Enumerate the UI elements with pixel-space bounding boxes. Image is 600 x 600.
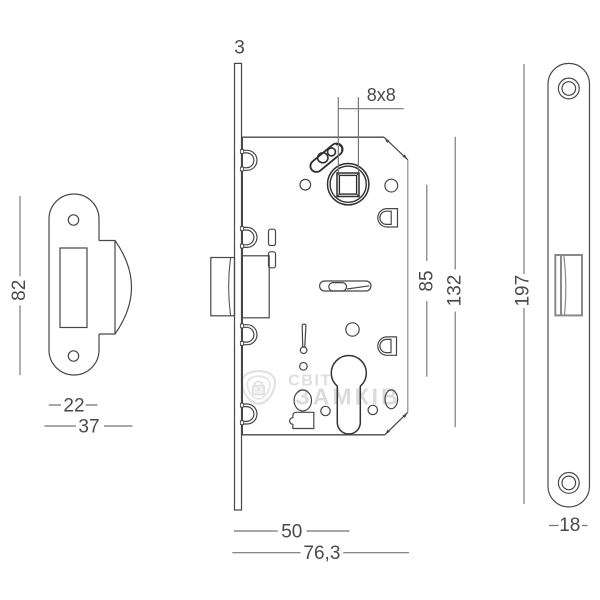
svg-text:3: 3 <box>234 38 245 59</box>
svg-text:22: 22 <box>63 396 84 417</box>
svg-text:18: 18 <box>559 515 580 536</box>
svg-text:82: 82 <box>9 280 30 301</box>
svg-text:132: 132 <box>445 275 466 307</box>
svg-text:ЗАМКІВ: ЗАМКІВ <box>295 384 400 410</box>
svg-text:50: 50 <box>281 522 302 543</box>
svg-text:8x8: 8x8 <box>367 85 396 105</box>
svg-text:СВІТ: СВІТ <box>288 373 332 390</box>
svg-text:СВІТ: СВІТ <box>289 374 333 391</box>
svg-text:37: 37 <box>78 417 99 438</box>
svg-text:ЗАМКІВ: ЗАМКІВ <box>296 385 401 411</box>
svg-text:76,3: 76,3 <box>303 543 340 564</box>
svg-text:197: 197 <box>513 275 534 307</box>
svg-text:85: 85 <box>416 270 437 291</box>
